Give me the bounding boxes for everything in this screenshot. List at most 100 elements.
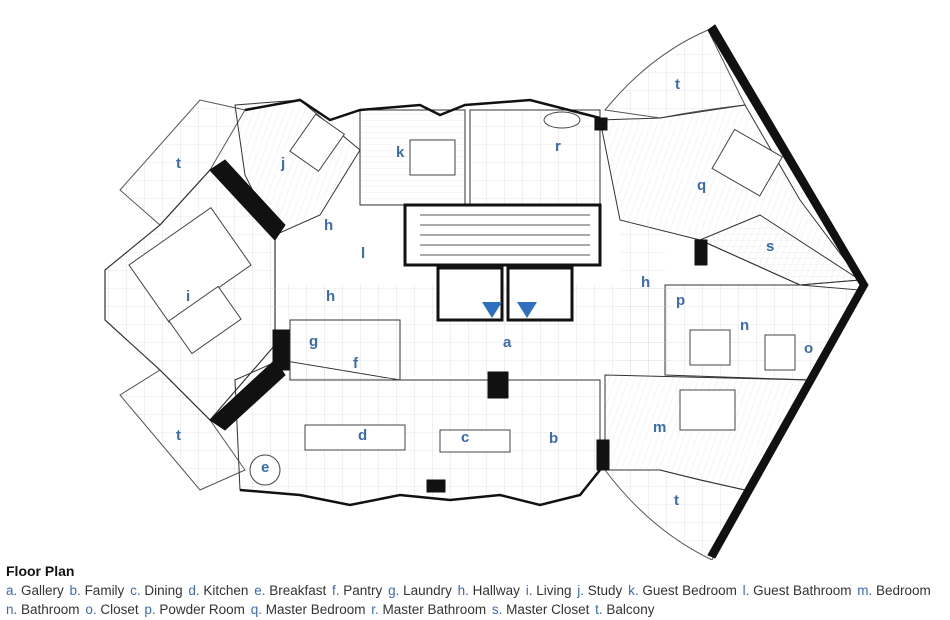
legend-item: j. Study: [577, 583, 622, 598]
elevator-left: [436, 266, 504, 322]
legend-item: m. Bedroom: [857, 583, 931, 598]
legend-name: Family: [84, 583, 125, 598]
master-bathroom-area: [469, 109, 601, 206]
legend-item: s. Master Closet: [492, 602, 590, 617]
legend-item: h. Hallway: [458, 583, 520, 598]
legend-item: l. Guest Bathroom: [743, 583, 852, 598]
legend-name: Dining: [144, 583, 183, 598]
legend-name: Master Bathroom: [382, 602, 487, 617]
label-m: m: [653, 419, 666, 436]
label-t4: t: [674, 492, 679, 509]
label-q: q: [697, 177, 706, 194]
legend-item: i. Living: [526, 583, 572, 598]
label-k: k: [396, 144, 405, 161]
label-e: e: [261, 459, 269, 476]
legend-item: d. Kitchen: [188, 583, 248, 598]
legend-key: s.: [491, 602, 507, 617]
label-p: p: [676, 292, 685, 309]
legend-key: g.: [388, 583, 404, 598]
structural-walls: [209, 24, 869, 559]
label-i: i: [186, 288, 190, 305]
legend-item: k. Guest Bedroom: [628, 583, 737, 598]
label-d: d: [358, 427, 367, 444]
label-t3: t: [675, 76, 680, 93]
legend-item: e. Breakfast: [254, 583, 326, 598]
legend-item: q. Master Bedroom: [251, 602, 366, 617]
legend-key: r.: [371, 602, 383, 617]
label-s: s: [766, 238, 774, 255]
legend-name: Pantry: [343, 583, 383, 598]
label-l: l: [361, 245, 365, 262]
bathroom-closet-area: [664, 284, 861, 381]
legend-key: o.: [85, 602, 101, 617]
legend-key: p.: [144, 602, 160, 617]
legend-key: q.: [250, 602, 266, 617]
legend-name: Kitchen: [203, 583, 249, 598]
legend-items: a. Gallery b. Family c. Dining d. Kitche…: [6, 583, 933, 617]
legend-name: Master Closet: [506, 602, 590, 617]
legend-name: Living: [536, 583, 572, 598]
legend-key: b.: [69, 583, 85, 598]
legend-name: Closet: [100, 602, 139, 617]
legend-item: p. Powder Room: [144, 602, 245, 617]
legend-name: Hallway: [472, 583, 520, 598]
legend-key: i.: [525, 583, 537, 598]
legend-name: Gallery: [21, 583, 64, 598]
legend-name: Laundry: [403, 583, 452, 598]
legend-item: n. Bathroom: [6, 602, 80, 617]
legend-item: a. Gallery: [6, 583, 64, 598]
elevator-right: [506, 266, 574, 322]
room-labels: a b c d e f g h h h i j k l m n o p q r …: [176, 76, 813, 509]
legend-key: k.: [628, 583, 643, 598]
legend-name: Guest Bedroom: [642, 583, 737, 598]
legend-title: Floor Plan: [6, 563, 75, 579]
legend-item: g. Laundry: [388, 583, 452, 598]
balcony-left-bottom: [119, 369, 246, 491]
label-t2: t: [176, 427, 181, 444]
legend-key: d.: [188, 583, 204, 598]
legend-key: l.: [742, 583, 754, 598]
legend-name: Master Bedroom: [265, 602, 366, 617]
label-h3: h: [641, 274, 650, 291]
legend-key: h.: [457, 583, 473, 598]
legend-name: Bathroom: [21, 602, 80, 617]
legend-key: t.: [595, 602, 607, 617]
legend-key: a.: [6, 583, 22, 598]
legend-name: Study: [587, 583, 623, 598]
outer-perimeter: [239, 98, 601, 507]
living-room-area: [104, 169, 276, 421]
legend-item: c. Dining: [130, 583, 183, 598]
label-n: n: [740, 317, 749, 334]
legend-name: Powder Room: [159, 602, 245, 617]
legend-key: c.: [130, 583, 145, 598]
legend-key: m.: [857, 583, 876, 598]
legend-key: e.: [254, 583, 270, 598]
label-g: g: [309, 333, 318, 350]
guest-bedroom-area: [359, 109, 466, 206]
label-f: f: [353, 355, 359, 372]
label-c: c: [461, 429, 469, 446]
label-a: a: [503, 334, 512, 351]
legend-name: Guest Bathroom: [753, 583, 852, 598]
legend-key: n.: [6, 602, 22, 617]
legend-item: f. Pantry: [332, 583, 382, 598]
legend-item: r. Master Bathroom: [371, 602, 486, 617]
stair-core: [403, 203, 602, 267]
floor-plan-drawing: a b c d e f g h h h i j k l m n o p q r …: [104, 24, 869, 560]
label-b: b: [549, 430, 558, 447]
bedroom-m-area: [604, 374, 811, 491]
kitchen-dining-family-area: [234, 359, 601, 506]
legend-key: f.: [332, 583, 344, 598]
label-h1: h: [324, 217, 333, 234]
legend-item: t. Balcony: [595, 602, 654, 617]
legend-name: Bedroom: [875, 583, 931, 598]
floor-plan-legend: Floor Plan a. Gallery b. Family c. Dinin…: [6, 562, 946, 619]
legend-item: o. Closet: [85, 602, 138, 617]
label-t1: t: [176, 155, 181, 172]
pantry-laundry-area: [289, 319, 401, 381]
label-o: o: [804, 340, 813, 357]
label-r: r: [555, 138, 561, 155]
legend-name: Breakfast: [269, 583, 327, 598]
legend-key: j.: [577, 583, 588, 598]
legend-name: Balcony: [606, 602, 655, 617]
